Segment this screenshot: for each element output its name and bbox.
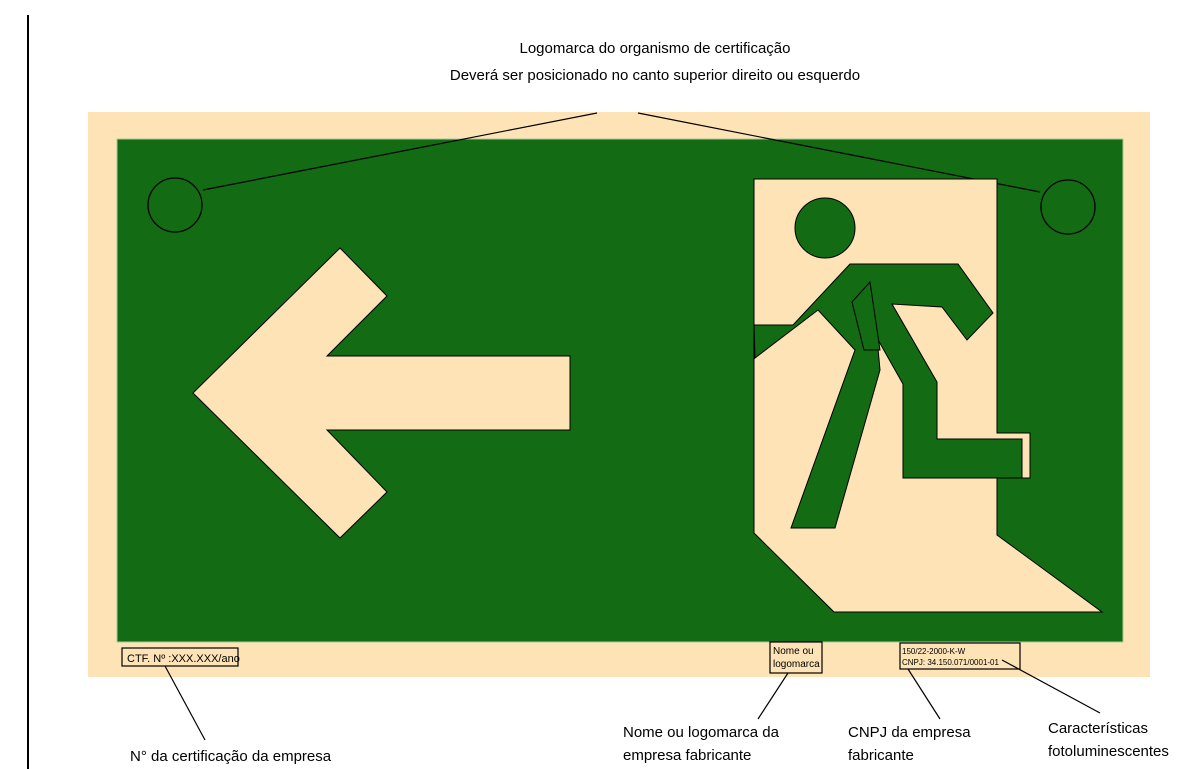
leader-line-characteristics: [1001, 659, 1101, 714]
leader-line-certification: [164, 665, 206, 741]
manufacturer-box-line-2: logomarca: [773, 659, 820, 670]
specs-box-line-2: CNPJ: 34.150.071/0001-01: [902, 658, 1000, 667]
callout-characteristics-line-2: fotoluminescentes: [1048, 743, 1169, 760]
figure-back-arm: [851, 280, 881, 351]
figure-head: [794, 197, 856, 259]
header-line-2: Deverá ser posicionado no canto superior…: [450, 67, 860, 84]
right-logo-circle: [1040, 179, 1096, 235]
manufacturer-box-line-1: Nome ou: [773, 646, 814, 657]
callout-characteristics-line-1: Características: [1048, 720, 1148, 737]
callout-certification: N° da certificação da empresa: [130, 748, 332, 765]
callout-manufacturer-line-2: empresa fabricante: [623, 747, 751, 764]
callout-cnpj-line-1: CNPJ da empresa: [848, 724, 971, 741]
specs-box-line-1: 150/22-2000-K-W: [902, 647, 966, 656]
manufacturer-box: [769, 641, 823, 674]
specs-box: [899, 642, 1021, 670]
certificate-box-text: CTF. Nº :XXX.XXX/ano: [127, 653, 240, 665]
leader-line-left: [202, 112, 598, 191]
callout-manufacturer-line-1: Nome ou logomarca da: [623, 724, 780, 741]
running-man-exit-icon: [753, 178, 1104, 613]
leader-line-cnpj: [907, 668, 941, 720]
figure-body: [753, 263, 1023, 529]
certificate-box: [121, 647, 239, 667]
left-logo-circle: [147, 177, 203, 233]
header-line-1: Logomarca do organismo de certificação: [520, 40, 791, 57]
arrow-left-icon: [192, 247, 571, 539]
leader-line-manufacturer: [757, 672, 789, 720]
callout-cnpj-line-2: fabricante: [848, 747, 914, 764]
